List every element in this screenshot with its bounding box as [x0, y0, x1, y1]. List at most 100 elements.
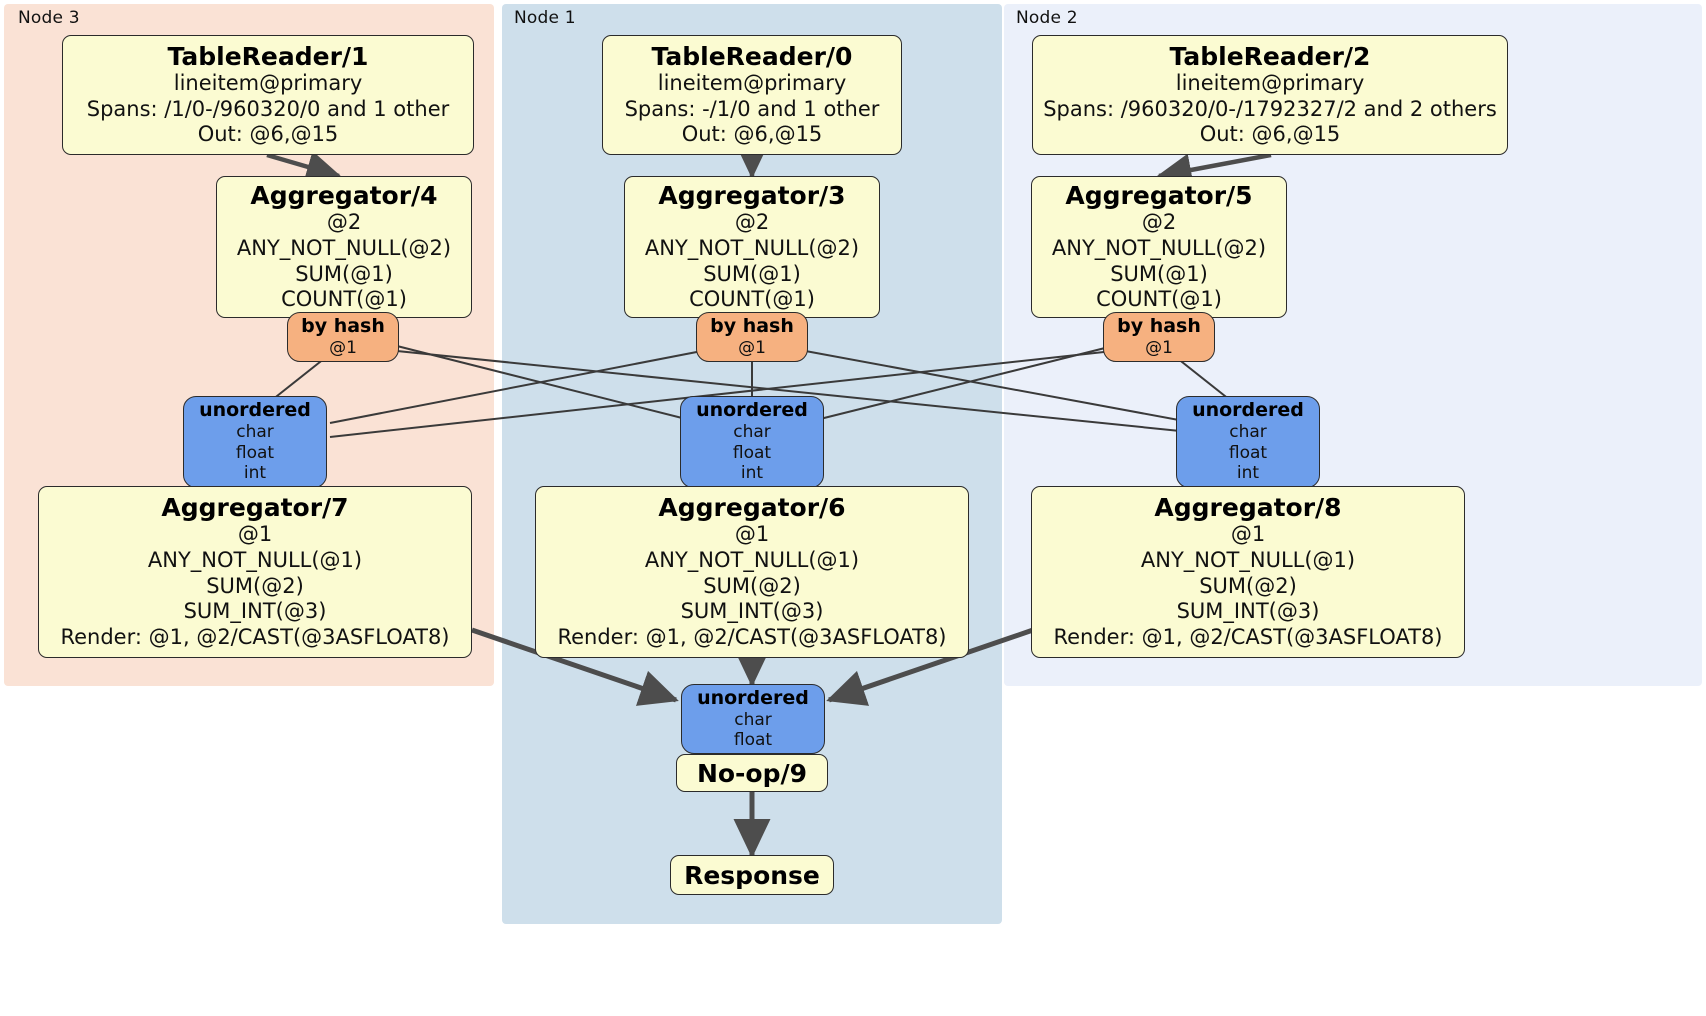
box-line: @2: [326, 210, 362, 235]
router-line: float: [235, 442, 275, 463]
box-line: SUM_INT(@3): [1176, 599, 1320, 624]
router-line: float: [733, 729, 773, 750]
box-line: SUM_INT(@3): [183, 599, 327, 624]
router-by-hash-node3[interactable]: by hash @1: [287, 312, 399, 362]
box-title: Aggregator/5: [1065, 181, 1253, 211]
box-line: ANY_NOT_NULL(@1): [644, 548, 860, 573]
box-line: Spans: /960320/0-/1792327/2 and 2 others: [1043, 96, 1497, 121]
edge-hashM-unordL: [329, 349, 708, 424]
box-line: lineitem@primary: [1175, 71, 1365, 96]
router-line: float: [1228, 442, 1268, 463]
box-title: Response: [684, 860, 820, 890]
processor-response[interactable]: Response: [670, 855, 834, 895]
panel-node-3-label: Node 3: [18, 8, 80, 28]
box-line: Render: @1, @2/CAST(@3ASFLOAT8): [1053, 624, 1443, 649]
router-line: float: [732, 442, 772, 463]
edge-agg8-unordfinal: [826, 627, 1034, 706]
box-line: SUM(@2): [703, 573, 801, 598]
router-by-hash-node1[interactable]: by hash @1: [696, 312, 808, 362]
processor-tablereader-1[interactable]: TableReader/1 lineitem@primary Spans: /1…: [62, 35, 474, 155]
box-line: Out: @6,@15: [1199, 122, 1341, 147]
router-line: char: [734, 709, 772, 730]
edge-hashR-unordR: [1176, 357, 1231, 401]
router-title: by hash: [710, 314, 794, 337]
router-by-hash-node2[interactable]: by hash @1: [1103, 312, 1215, 362]
box-line: @1: [734, 522, 770, 547]
box-line: @2: [1141, 210, 1177, 235]
router-unordered-node3[interactable]: unordered char float int: [183, 396, 327, 488]
processor-tablereader-0[interactable]: TableReader/0 lineitem@primary Spans: -/…: [602, 35, 902, 155]
box-line: Out: @6,@15: [197, 122, 339, 147]
box-line: @1: [237, 522, 273, 547]
router-title: by hash: [1117, 314, 1201, 337]
router-line: int: [1236, 463, 1260, 484]
box-line: ANY_NOT_NULL(@1): [1140, 548, 1356, 573]
router-title: unordered: [199, 399, 311, 422]
router-unordered-final[interactable]: unordered char float: [681, 684, 825, 754]
box-line: @2: [734, 210, 770, 235]
box-title: TableReader/2: [1169, 42, 1371, 72]
box-title: TableReader/1: [167, 42, 369, 72]
processor-no-op-9[interactable]: No-op/9: [676, 754, 828, 792]
box-line: COUNT(@1): [689, 287, 815, 312]
box-line: COUNT(@1): [1096, 287, 1222, 312]
box-line: Spans: /1/0-/960320/0 and 1 other: [86, 96, 450, 121]
processor-aggregator-8[interactable]: Aggregator/8 @1 ANY_NOT_NULL(@1) SUM(@2)…: [1031, 486, 1465, 658]
box-title: Aggregator/7: [161, 493, 349, 523]
box-title: No-op/9: [696, 758, 808, 788]
router-line: @1: [1145, 337, 1173, 358]
router-line: int: [740, 463, 764, 484]
box-title: Aggregator/8: [1154, 493, 1342, 523]
router-title: unordered: [697, 686, 809, 709]
box-line: lineitem@primary: [657, 71, 847, 96]
router-title: by hash: [301, 314, 385, 337]
edge-hashL-unordR: [396, 350, 1191, 433]
box-line: SUM(@2): [206, 573, 304, 598]
box-line: SUM(@1): [295, 261, 393, 286]
edge-hashL-unordM: [396, 345, 691, 421]
router-line: char: [236, 422, 274, 443]
router-title: unordered: [696, 399, 808, 422]
box-line: ANY_NOT_NULL(@2): [236, 235, 452, 260]
router-line: @1: [329, 337, 357, 358]
router-unordered-node2[interactable]: unordered char float int: [1176, 396, 1320, 488]
router-line: char: [733, 422, 771, 443]
box-title: Aggregator/3: [658, 181, 846, 211]
box-title: Aggregator/6: [658, 493, 846, 523]
panel-node-1-label: Node 1: [514, 8, 576, 28]
router-title: unordered: [1192, 399, 1304, 422]
router-line: char: [1229, 422, 1267, 443]
edge-tr1-agg4: [266, 150, 342, 183]
processor-aggregator-7[interactable]: Aggregator/7 @1 ANY_NOT_NULL(@1) SUM(@2)…: [38, 486, 472, 658]
box-line: SUM(@1): [1110, 261, 1208, 286]
box-line: ANY_NOT_NULL(@2): [1051, 235, 1267, 260]
box-line: SUM_INT(@3): [680, 599, 824, 624]
box-line: @1: [1230, 522, 1266, 547]
box-line: Out: @6,@15: [681, 122, 823, 147]
box-line: Render: @1, @2/CAST(@3ASFLOAT8): [557, 624, 947, 649]
processor-aggregator-5[interactable]: Aggregator/5 @2 ANY_NOT_NULL(@2) SUM(@1)…: [1031, 176, 1287, 318]
processor-aggregator-4[interactable]: Aggregator/4 @2 ANY_NOT_NULL(@2) SUM(@1)…: [216, 176, 472, 318]
edge-hashL-unordL: [271, 357, 326, 401]
box-line: SUM(@1): [703, 261, 801, 286]
router-line: @1: [738, 337, 766, 358]
box-line: lineitem@primary: [173, 71, 363, 96]
processor-aggregator-6[interactable]: Aggregator/6 @1 ANY_NOT_NULL(@1) SUM(@2)…: [535, 486, 969, 658]
processor-aggregator-3[interactable]: Aggregator/3 @2 ANY_NOT_NULL(@2) SUM(@1)…: [624, 176, 880, 318]
box-line: COUNT(@1): [281, 287, 407, 312]
router-unordered-node1[interactable]: unordered char float int: [680, 396, 824, 488]
edge-hashR-unordL: [329, 350, 1114, 438]
box-title: Aggregator/4: [250, 181, 438, 211]
box-line: SUM(@2): [1199, 573, 1297, 598]
box-line: Spans: -/1/0 and 1 other: [624, 96, 880, 121]
processor-tablereader-2[interactable]: TableReader/2 lineitem@primary Spans: /9…: [1032, 35, 1508, 155]
edge-hashR-unordM: [815, 345, 1114, 421]
panel-node-2-label: Node 2: [1016, 8, 1078, 28]
box-line: Render: @1, @2/CAST(@3ASFLOAT8): [60, 624, 450, 649]
edge-hashM-unordR: [799, 349, 1196, 424]
box-line: ANY_NOT_NULL(@1): [147, 548, 363, 573]
router-line: int: [243, 463, 267, 484]
edge-tr2-agg5: [1156, 152, 1272, 187]
